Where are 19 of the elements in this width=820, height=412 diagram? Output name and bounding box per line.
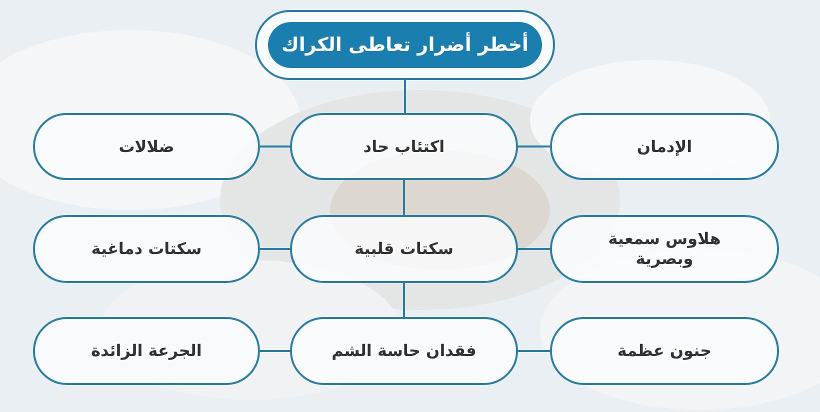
connector-line [518,146,550,148]
item-box: اكتئاب حاد [290,113,518,180]
item-box: سكتات دماغية [33,215,260,283]
connector-line [260,248,290,250]
connector-line [260,350,290,352]
connector-line [260,146,290,148]
item-box: جنون عظمة [550,317,779,385]
connector-line [403,180,405,215]
connector-line [403,283,405,317]
item-box: الإدمان [550,113,779,180]
item-box: الجرعة الزائدة [33,317,260,385]
title-banner: أخطر أضرار تعاطى الكراك [268,22,542,68]
item-box: ضلالات [33,113,260,180]
connector-line [518,248,550,250]
connector-line [518,350,550,352]
connector-line [404,80,406,113]
item-box: سكتات قلبية [290,215,518,283]
item-box: هلاوس سمعية وبصرية [550,215,779,283]
item-box: فقدان حاسة الشم [290,317,518,385]
